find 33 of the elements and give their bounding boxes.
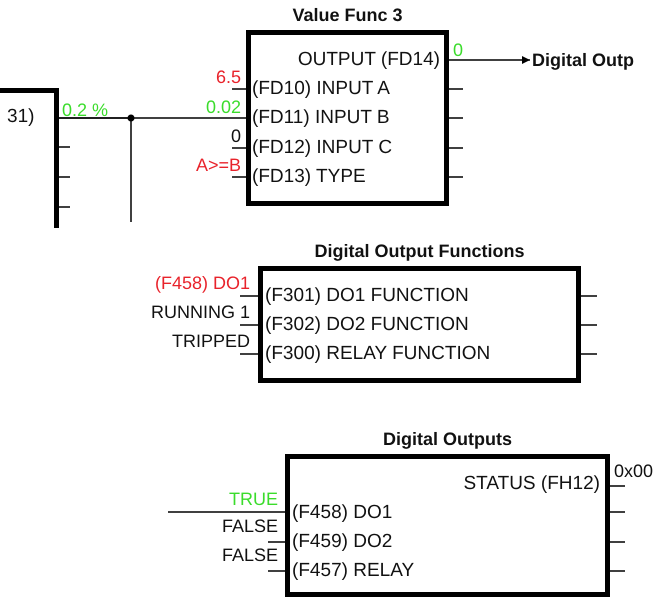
connector-line xyxy=(449,56,530,64)
parameter-name: (F458) DO1 xyxy=(292,502,392,524)
parameter-name: STATUS (FH12) xyxy=(462,473,600,495)
parameter-name: (F459) DO2 xyxy=(292,531,392,553)
pin-value: 6.5 xyxy=(216,67,241,87)
parameter-name: (FD13) TYPE xyxy=(252,166,366,188)
pin-value: TRUE xyxy=(229,489,278,509)
parameter-name: (FD12) INPUT C xyxy=(252,137,392,159)
function-block xyxy=(0,88,59,228)
pin-value: RUNNING 1 xyxy=(150,302,250,322)
pin-value: FALSE xyxy=(222,516,278,536)
parameter-name: (F301) DO1 FUNCTION xyxy=(265,285,469,307)
parameter-name: (F457) RELAY xyxy=(292,560,414,582)
parameter-name: (F300) RELAY FUNCTION xyxy=(265,343,490,365)
pin-value: (F458) DO1 xyxy=(154,273,250,293)
pin-value: 0 xyxy=(230,126,241,146)
pin-value: A>=B xyxy=(196,155,241,175)
parameter-name: (F302) DO2 FUNCTION xyxy=(265,314,469,336)
pin-value: TRIPPED xyxy=(172,331,250,351)
parameter-name: (FD10) INPUT A xyxy=(252,78,390,100)
pin-value: 0 xyxy=(453,40,464,60)
block-title: Digital Output Functions xyxy=(314,240,526,262)
block-title: Value Func 3 xyxy=(291,4,404,26)
parameter-name: (FD11) INPUT B xyxy=(252,107,390,129)
connector-line xyxy=(168,511,285,513)
block-title: Digital Outputs xyxy=(382,428,513,450)
parameter-name: 31) xyxy=(7,106,34,128)
signal-name: Digital Outp xyxy=(532,49,634,71)
pin-value: 0.02 xyxy=(206,97,241,117)
pin-value: 0x00 xyxy=(614,461,654,481)
pin-value: FALSE xyxy=(222,545,278,565)
pin-value: 0.2 % xyxy=(62,100,108,120)
parameter-name: OUTPUT (FD14) xyxy=(296,49,440,71)
